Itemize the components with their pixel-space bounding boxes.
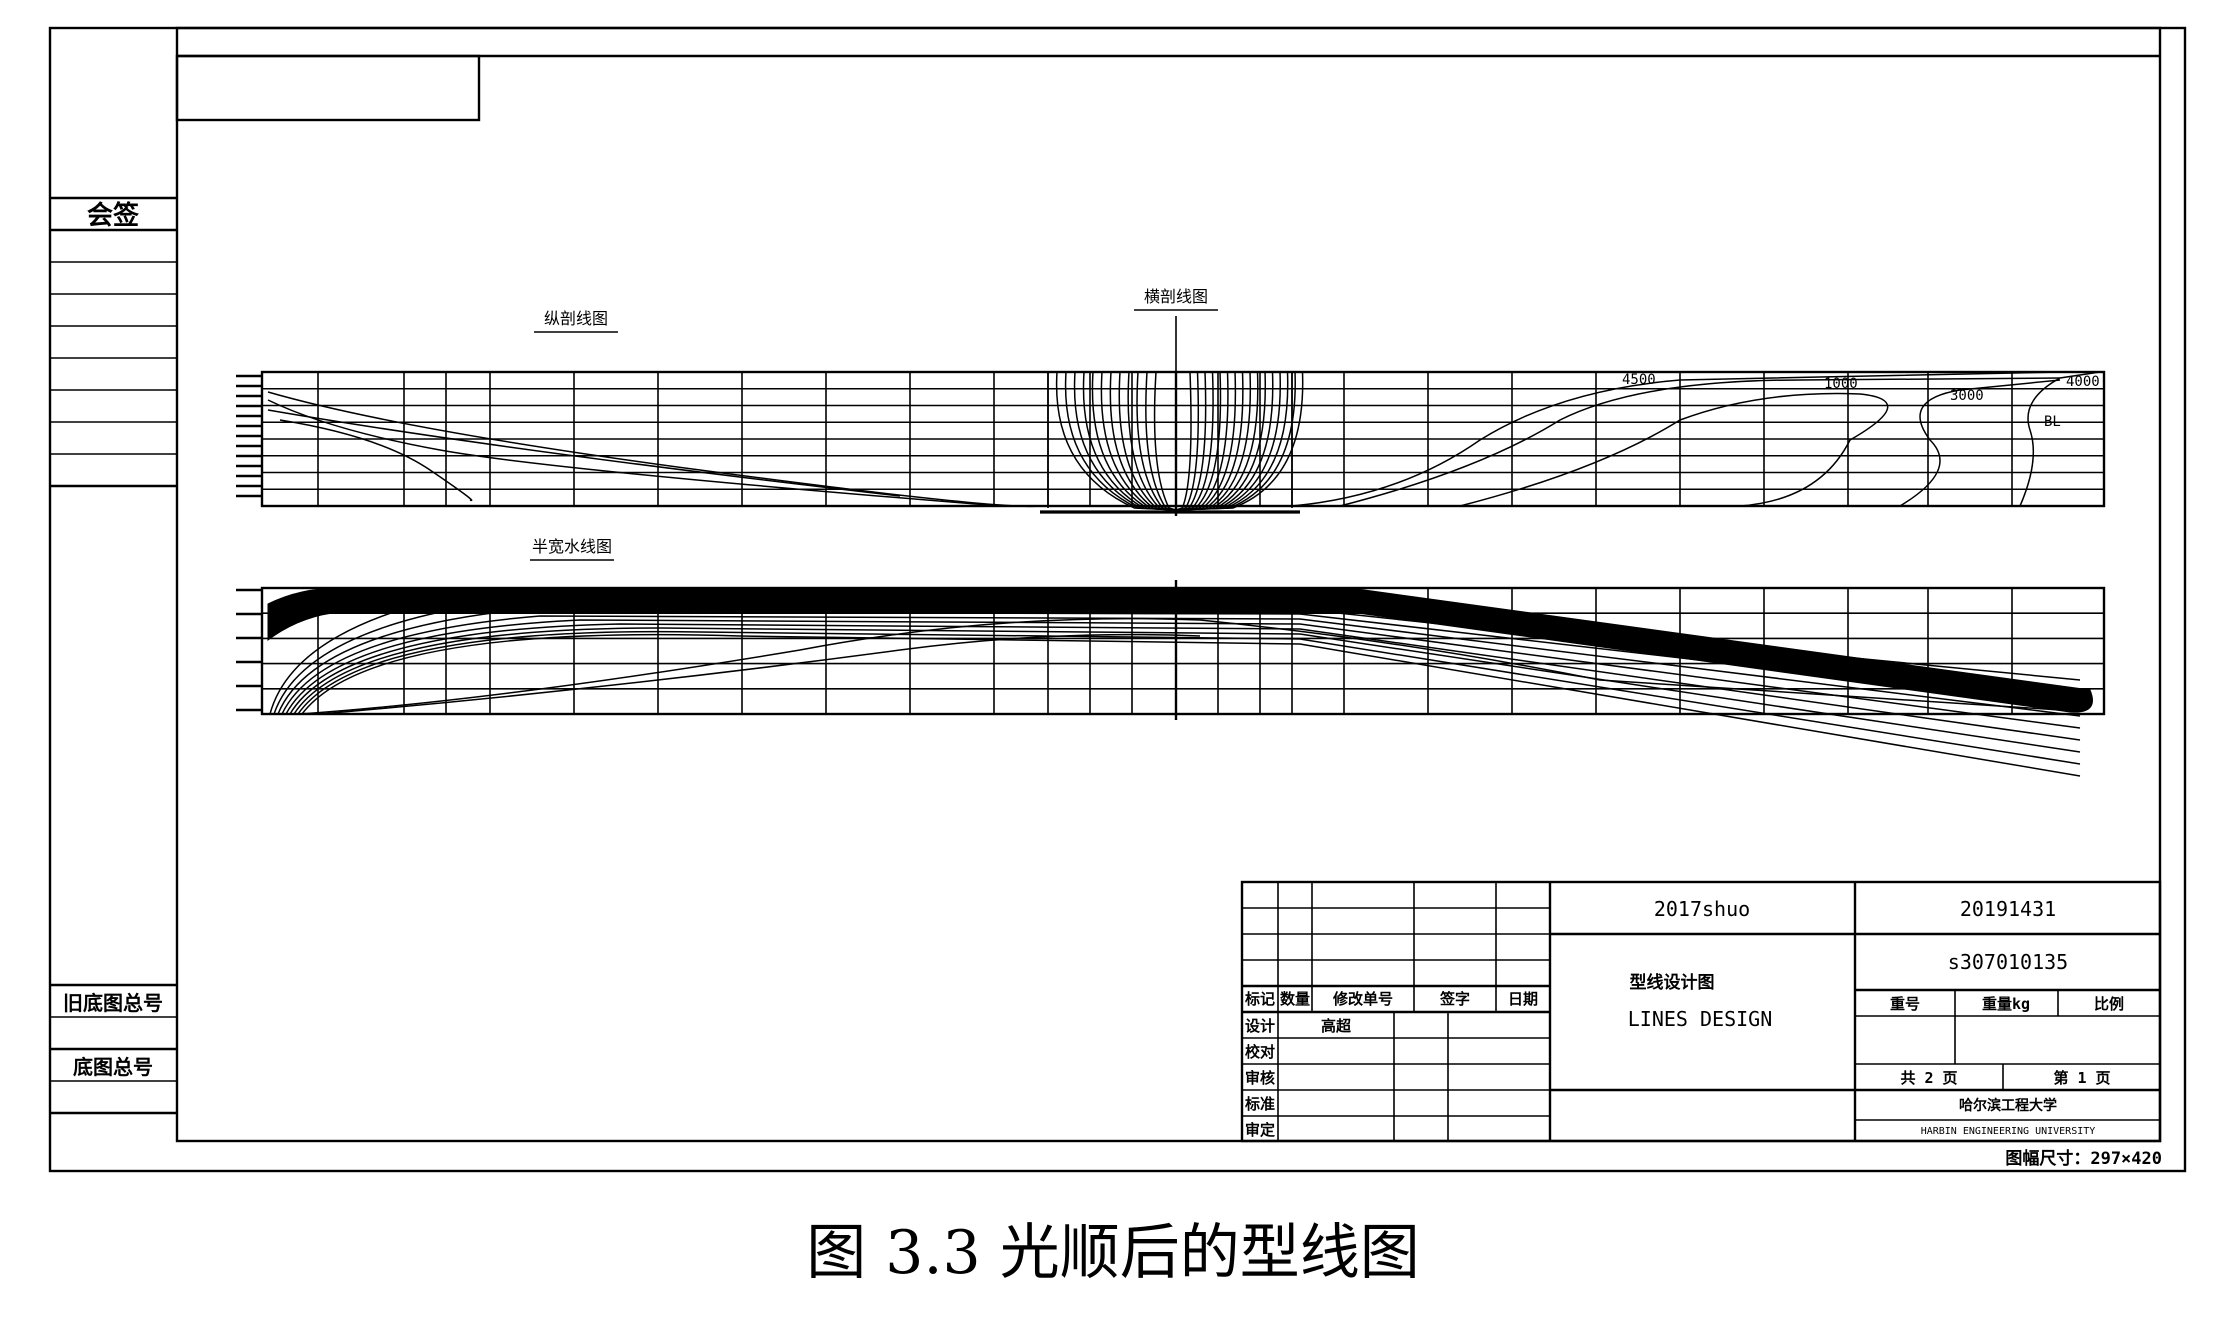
- frame-curve-fwd: [1175, 371, 1200, 511]
- sign-row-standard: 标准: [1244, 1095, 1275, 1113]
- frame-curve-aft: [1073, 371, 1177, 511]
- drawing-number: s307010135: [1948, 950, 2068, 974]
- waterline-curve: [277, 611, 2081, 715]
- revision-header-date: 日期: [1508, 990, 1538, 1008]
- school-name-cn: 哈尔滨工程大学: [1959, 1097, 2057, 1114]
- frame-curve-fwd: [1175, 371, 1222, 511]
- qty-header-weight: 重量kg: [1982, 995, 2030, 1013]
- body-plan-label: 横剖线图: [1144, 287, 1208, 306]
- title-block: 标记 数量 修改单号 签字 日期 设计 高超 校对 审核 标准 审定 2017s…: [1240, 880, 2162, 1143]
- qty-header-scale: 比例: [2094, 995, 2124, 1013]
- frame-curve-aft: [1153, 371, 1177, 511]
- sheet-total: 共 2 页: [1900, 1069, 1957, 1087]
- buttock-annotation: 4500: [1622, 372, 1656, 388]
- buttock-line: [1339, 377, 2061, 507]
- drawing-title-cn: 型线设计图: [1630, 972, 1715, 993]
- frame-curve-fwd: [1175, 371, 1214, 511]
- designer-name: 高超: [1321, 1017, 1352, 1035]
- deck-line: [267, 587, 2093, 713]
- frame-curve-fwd: [1175, 371, 1304, 511]
- buttock-annotation: 4000: [2066, 374, 2100, 390]
- frame-curve-fwd: [1175, 371, 1192, 511]
- buttock-annotation: 3000: [1950, 388, 1984, 404]
- frame-curve-fwd: [1175, 371, 1244, 511]
- revision-header-qty: 数量: [1280, 990, 1310, 1008]
- sign-row-check: 校对: [1245, 1043, 1275, 1061]
- buttock-line: [279, 419, 473, 502]
- buttock-line: [2019, 371, 2101, 507]
- frame-curve-fwd: [1175, 371, 1237, 511]
- frame-curve-aft: [1091, 371, 1177, 511]
- flat-of-side-line: [299, 617, 2061, 715]
- half-breadth-plan: [236, 580, 2106, 777]
- left-margin-column: 会签 旧底图总号 底图总号: [50, 196, 177, 1115]
- waterline-curve: [285, 619, 2081, 729]
- drawing-title-en: LINES DESIGN: [1628, 1007, 1773, 1031]
- frame-curve-aft: [1064, 371, 1177, 511]
- student-id: 20191431: [1960, 897, 2056, 921]
- buttock-line: [1459, 392, 1889, 507]
- waterline-curve: [293, 627, 2081, 753]
- waterline-curve: [289, 623, 2081, 741]
- drawing-frame: [48, 26, 2187, 1173]
- revision-header-sign: 签字: [1439, 990, 1470, 1008]
- sign-row-design: 设计: [1245, 1017, 1275, 1035]
- buttock-line: [1291, 371, 2061, 507]
- buttock-line: [267, 391, 1041, 508]
- frame-curve-aft: [1109, 371, 1177, 511]
- body-plan: [1040, 371, 1304, 516]
- frame-curve-fwd: [1175, 371, 1229, 511]
- waterline-curve: [301, 633, 2081, 777]
- frame-curve-aft: [1082, 371, 1177, 511]
- frame-curve-aft: [1100, 371, 1177, 511]
- frame-curve-aft: [1127, 371, 1177, 511]
- revision-header-change: 修改单号: [1332, 990, 1393, 1008]
- project-code: 2017shuo: [1654, 897, 1750, 921]
- frame-curve-fwd: [1175, 371, 1289, 511]
- frame-curve-aft: [1118, 371, 1177, 511]
- frame-curve-aft: [1145, 371, 1177, 511]
- sign-row-review: 审核: [1245, 1069, 1275, 1087]
- frame-curve-fwd: [1175, 371, 1207, 511]
- sheet-current: 第 1 页: [2053, 1069, 2110, 1087]
- corner-code-box: [175, 54, 481, 122]
- frame-curve-aft: [1055, 371, 1177, 511]
- revision-header-mark: 标记: [1244, 990, 1275, 1008]
- buttock-line: [1899, 379, 2061, 507]
- frame-curve-fwd: [1175, 371, 1267, 511]
- buttock-annotation: BL: [2044, 414, 2061, 430]
- countersign-label: 会签: [87, 200, 140, 231]
- waterline-curve: [297, 630, 2081, 765]
- half-breadth-plan-label: 半宽水线图: [532, 537, 612, 556]
- frame-curve-fwd: [1175, 371, 1259, 511]
- figure-caption: 图 3.3 光顺后的型线图: [806, 1218, 1420, 1288]
- frame-curve-aft: [1136, 371, 1177, 511]
- buttock-annotation: 1000: [1824, 376, 1858, 392]
- waterline-curve: [281, 615, 2081, 717]
- sheet-size-note: 图幅尺寸：297×420: [2005, 1148, 2162, 1169]
- qty-header-number: 重号: [1890, 995, 1920, 1013]
- frame-curve-fwd: [1175, 371, 1252, 511]
- sheer-plan-label: 纵剖线图: [544, 309, 608, 328]
- base-drawing-record-label: 底图总号: [73, 1055, 153, 1079]
- buttock-line: [267, 409, 901, 497]
- view-labels: 纵剖线图 横剖线图 半宽水线图: [530, 287, 1218, 561]
- frame-curve-fwd: [1175, 371, 1281, 511]
- old-drawing-record-label: 旧底图总号: [63, 991, 163, 1015]
- frame-curve-fwd: [1175, 371, 1296, 511]
- bilge-line: [319, 633, 1201, 715]
- school-name-en: HARBIN ENGINEERING UNIVERSITY: [1921, 1126, 2096, 1137]
- sign-row-approve: 审定: [1245, 1121, 1275, 1139]
- buttock-line: [267, 399, 1001, 507]
- frame-curve-fwd: [1175, 371, 1274, 511]
